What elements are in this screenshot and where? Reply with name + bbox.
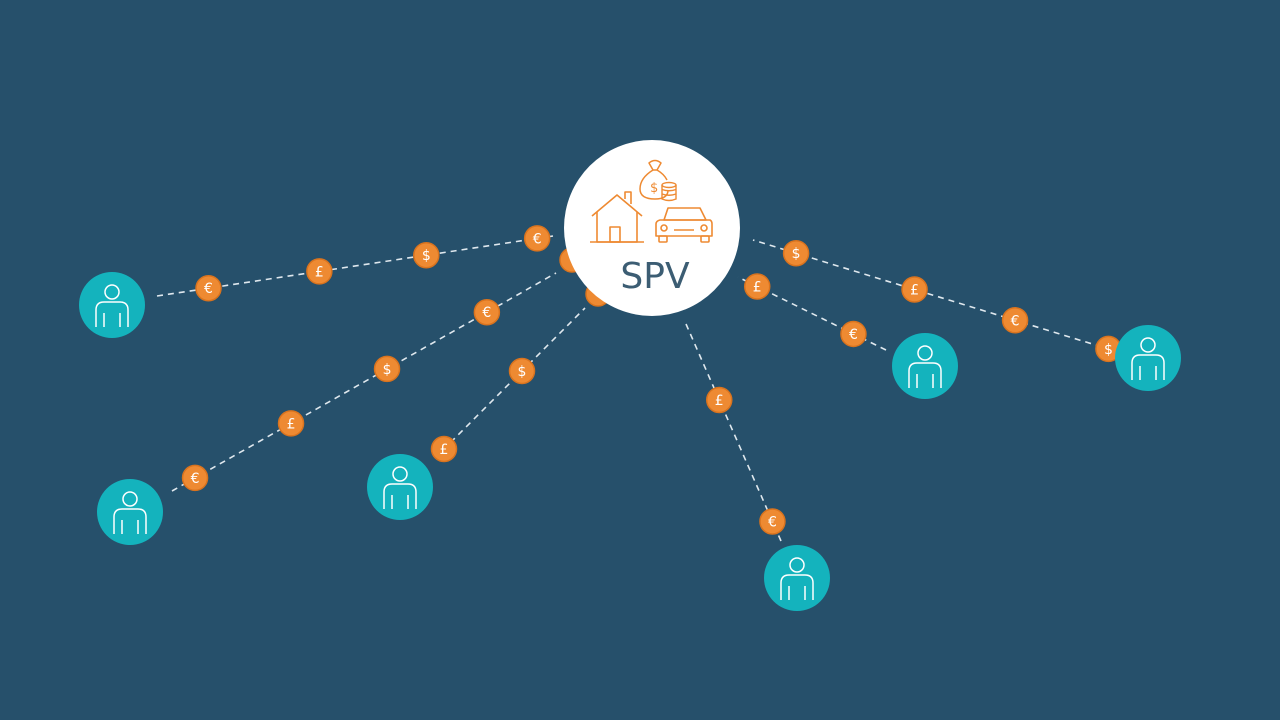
coin-investor-5-1: €	[840, 320, 867, 348]
person-icon	[113, 491, 147, 534]
coin-stack-icon	[661, 181, 677, 202]
coin-investor-2-3: $	[373, 355, 401, 383]
investor-nodes	[79, 272, 1181, 611]
person-icon	[780, 557, 814, 600]
person-head	[1140, 337, 1156, 353]
investor-circle	[1115, 325, 1181, 391]
coin-symbol: £	[910, 283, 919, 299]
coin-body	[277, 410, 305, 437]
coin-body	[373, 355, 401, 383]
connector-investor-3	[434, 307, 586, 459]
investor-circle	[764, 545, 830, 611]
investor-4	[764, 545, 830, 611]
investor-2	[97, 479, 163, 545]
coin-investor-6-3: £	[901, 276, 928, 303]
person-icon	[95, 284, 129, 327]
coin-investor-1-1: €	[195, 274, 222, 302]
coin-symbol: $	[792, 246, 801, 262]
coin-body	[706, 386, 733, 414]
coin-body	[181, 464, 209, 492]
coin-investor-6-4: $	[782, 239, 810, 267]
person-body	[383, 483, 417, 509]
person-body	[95, 301, 129, 327]
coin-body	[473, 298, 501, 326]
connector-investor-6	[752, 239, 1113, 351]
coin-symbol: $	[422, 248, 431, 264]
spv-hub: $ SPV	[564, 140, 740, 316]
investor-6	[1115, 325, 1181, 391]
house-icon	[590, 191, 644, 243]
investor-5	[892, 333, 958, 399]
coin-symbol: £	[315, 264, 324, 280]
person-head	[917, 345, 933, 361]
spv-label: SPV	[620, 256, 690, 297]
coin-symbol: €	[533, 231, 542, 247]
coin-investor-5-2: £	[743, 273, 771, 300]
coin-body	[413, 241, 440, 269]
investor-1	[79, 272, 145, 338]
coin-investor-1-4: €	[523, 225, 551, 252]
person-head	[789, 557, 805, 573]
person-icon	[383, 466, 417, 509]
coin-body	[508, 357, 536, 385]
coin-investor-2-1: €	[181, 464, 209, 492]
coin-symbol: €	[191, 471, 200, 487]
investor-circle	[97, 479, 163, 545]
coin-symbol: £	[440, 442, 449, 458]
person-body	[780, 574, 814, 600]
coin-symbol: £	[753, 279, 762, 295]
coin-body	[743, 273, 771, 300]
person-body	[1131, 354, 1165, 380]
car-icon	[655, 207, 713, 243]
coin-body	[840, 320, 867, 348]
person-head	[122, 491, 138, 507]
money-bag-icon: $	[639, 159, 669, 200]
coin-investor-4-2: £	[706, 386, 733, 414]
coin-body	[901, 276, 928, 303]
coin-investor-2-2: £	[277, 410, 305, 437]
coin-symbol: $	[1104, 342, 1113, 358]
coin-symbol: €	[849, 327, 858, 343]
person-head	[104, 284, 120, 300]
coin-investor-3-2: $	[508, 357, 536, 385]
person-body	[113, 508, 147, 534]
coin-body	[523, 225, 551, 252]
coin-symbol: £	[715, 393, 724, 409]
coin-symbol: €	[204, 281, 213, 297]
spv-hub-circle	[564, 140, 740, 316]
investor-circle	[367, 454, 433, 520]
coin-body	[1001, 307, 1029, 334]
coin-investor-1-3: $	[413, 241, 440, 269]
person-body	[908, 362, 942, 388]
coin-symbol: $	[518, 364, 527, 380]
coin-investor-6-2: €	[1001, 307, 1029, 334]
coin-body	[759, 508, 786, 535]
coin-investor-1-2: £	[306, 258, 333, 285]
coin-investor-3-1: £	[430, 435, 458, 463]
person-icon	[908, 345, 942, 388]
investor-circle	[892, 333, 958, 399]
coin-symbol: $	[383, 362, 392, 378]
coin-investor-4-1: €	[759, 508, 786, 535]
coin-body	[430, 435, 458, 463]
person-head	[392, 466, 408, 482]
connector-investor-1	[156, 235, 554, 297]
currency-coins: € £ $ € € £ $ € £ $ € £ € £ $ € £ $	[181, 225, 1122, 535]
coin-symbol: £	[287, 416, 296, 432]
coin-symbol: €	[768, 514, 777, 530]
coin-symbol: €	[1011, 313, 1020, 329]
coin-symbol: €	[482, 305, 491, 321]
dollar-sign: $	[650, 181, 658, 196]
coin-investor-2-4: €	[473, 298, 501, 326]
coin-body	[782, 239, 810, 267]
coin-body	[195, 274, 222, 302]
investor-circle	[79, 272, 145, 338]
investor-3	[367, 454, 433, 520]
person-icon	[1131, 337, 1165, 380]
coin-body	[306, 258, 333, 285]
